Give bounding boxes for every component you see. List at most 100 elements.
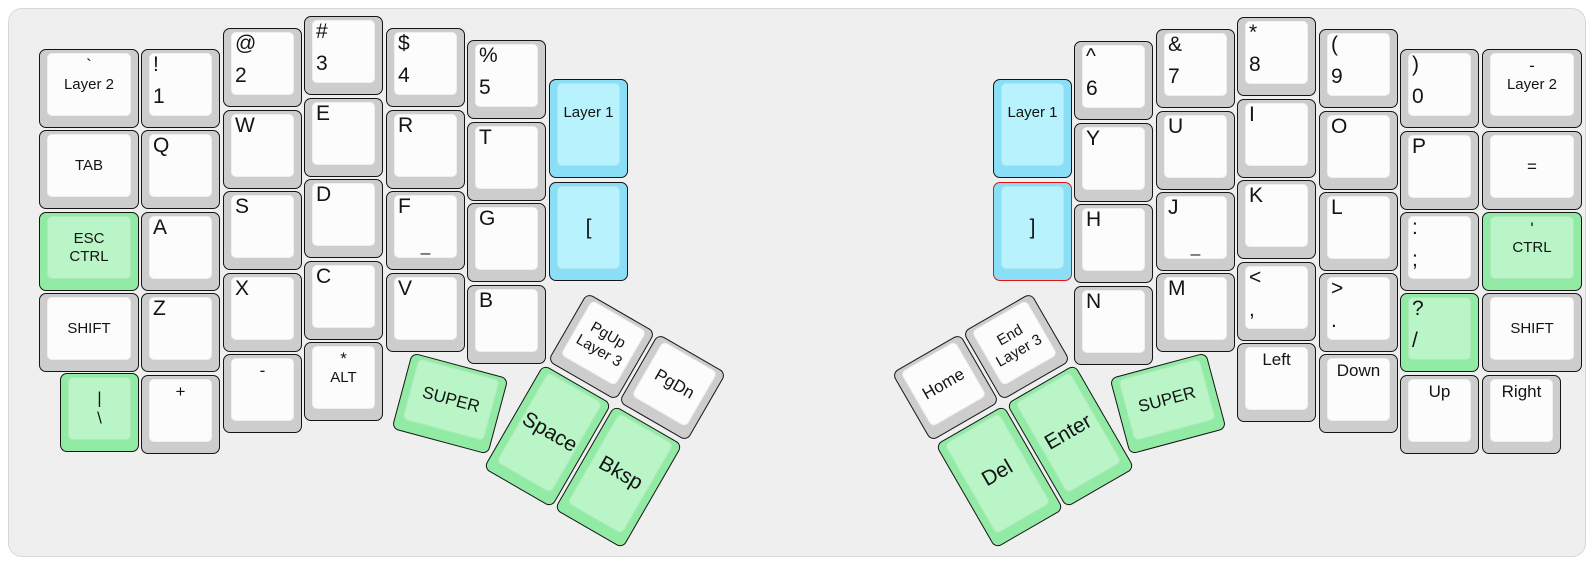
key-label: G xyxy=(479,207,496,230)
key-r-left[interactable]: Left xyxy=(1237,343,1316,422)
key-label: F xyxy=(398,195,411,218)
key-l-d[interactable]: D xyxy=(304,179,383,258)
key-l-lbracket[interactable]: [ xyxy=(549,182,628,281)
keycap-surface: L xyxy=(1327,196,1390,259)
key-r-down[interactable]: Down xyxy=(1319,354,1398,433)
key-l-g[interactable]: G xyxy=(467,203,546,282)
keycap-surface: B xyxy=(475,289,538,352)
keycap-surface: F_ xyxy=(394,195,457,258)
key-l-c[interactable]: C xyxy=(304,261,383,340)
keycap-surface: H xyxy=(1082,208,1145,271)
key-label: _ xyxy=(1190,236,1201,256)
key-r-p[interactable]: P xyxy=(1400,131,1479,210)
key-label: L xyxy=(1331,196,1343,219)
key-r-minus-layer2[interactable]: -Layer 2 xyxy=(1482,49,1582,128)
key-label: TAB xyxy=(74,156,104,174)
key-l-f[interactable]: F_ xyxy=(386,191,465,270)
key-label: Layer 2 xyxy=(1506,75,1558,93)
keycap-surface: Z xyxy=(149,297,212,360)
key-label: * xyxy=(340,349,347,368)
key-l-s[interactable]: S xyxy=(223,191,302,270)
key-r-colon-semicolon[interactable]: :; xyxy=(1400,212,1479,291)
key-r-question-slash[interactable]: ?/ xyxy=(1400,293,1479,372)
key-l-3[interactable]: #3 xyxy=(304,16,383,95)
key-r-7[interactable]: &7 xyxy=(1156,29,1235,108)
key-l-tab[interactable]: TAB xyxy=(39,130,139,209)
key-l-plus[interactable]: + xyxy=(141,375,220,454)
key-r-comma[interactable]: <, xyxy=(1237,262,1316,341)
keycap-surface: E xyxy=(312,102,375,165)
key-r-m[interactable]: M xyxy=(1156,273,1235,352)
key-r-i[interactable]: I xyxy=(1237,99,1316,178)
key-l-a[interactable]: A xyxy=(141,212,220,291)
key-l-x[interactable]: X xyxy=(223,273,302,352)
key-r-n[interactable]: N xyxy=(1074,286,1153,365)
key-r-rbracket[interactable]: ] xyxy=(993,182,1072,281)
keycap-surface: K xyxy=(1245,184,1308,247)
key-l-z[interactable]: Z xyxy=(141,293,220,372)
key-label: Layer 2 xyxy=(63,75,115,93)
keycap-surface: T xyxy=(475,126,538,189)
key-l-4[interactable]: $4 xyxy=(386,28,465,107)
key-label: : xyxy=(1412,216,1418,239)
key-l-backtick-layer2[interactable]: `Layer 2 xyxy=(39,49,139,128)
key-label: Up xyxy=(1428,382,1451,401)
key-label: > xyxy=(1331,277,1344,300)
key-label: & xyxy=(1168,33,1183,56)
key-r-o[interactable]: O xyxy=(1319,111,1398,190)
key-l-shift[interactable]: SHIFT xyxy=(39,293,139,372)
key-label: ` xyxy=(86,56,92,75)
keycap-surface: `Layer 2 xyxy=(47,53,131,116)
key-l-star-alt[interactable]: *ALT xyxy=(304,342,383,421)
key-l-minus[interactable]: - xyxy=(223,354,302,433)
keycap-surface: SUPER xyxy=(1118,358,1216,441)
key-r-layer1[interactable]: Layer 1 xyxy=(993,79,1072,178)
key-l-r[interactable]: R xyxy=(386,110,465,189)
key-l-1[interactable]: !1 xyxy=(141,49,220,128)
key-r-6[interactable]: ^6 xyxy=(1074,41,1153,120)
key-r-h[interactable]: H xyxy=(1074,204,1153,283)
keycap-surface: >. xyxy=(1327,277,1390,340)
key-r-0[interactable]: )0 xyxy=(1400,49,1479,128)
key-label: E xyxy=(316,102,331,125)
key-l-e[interactable]: E xyxy=(304,98,383,177)
key-l-2[interactable]: @2 xyxy=(223,28,302,107)
key-label: ) xyxy=(1412,53,1419,76)
key-r-8[interactable]: *8 xyxy=(1237,17,1316,96)
keycap-surface: Up xyxy=(1408,379,1471,442)
key-l-v[interactable]: V xyxy=(386,273,465,352)
key-r-y[interactable]: Y xyxy=(1074,123,1153,202)
key-l-w[interactable]: W xyxy=(223,110,302,189)
key-l-5[interactable]: %5 xyxy=(467,40,546,119)
key-l-t[interactable]: T xyxy=(467,122,546,201)
key-r-shift[interactable]: SHIFT xyxy=(1482,293,1582,372)
keycap-surface: ?/ xyxy=(1408,297,1471,360)
key-label: ? xyxy=(1412,297,1424,320)
key-r-period[interactable]: >. xyxy=(1319,273,1398,352)
key-l-pipe-backslash[interactable]: | \ xyxy=(60,373,139,452)
keycap-surface: SUPER xyxy=(402,358,500,441)
key-r-k[interactable]: K xyxy=(1237,180,1316,259)
key-label: P xyxy=(1412,135,1427,158)
key-label: S xyxy=(235,195,250,218)
key-label: Bksp xyxy=(594,451,647,495)
keycap-surface: - xyxy=(231,358,294,421)
key-r-quote-ctrl[interactable]: 'CTRL xyxy=(1482,212,1582,291)
key-l-super[interactable]: SUPER xyxy=(391,352,509,455)
key-l-layer1[interactable]: Layer 1 xyxy=(549,79,628,178)
key-label: 7 xyxy=(1168,65,1180,89)
key-r-up[interactable]: Up xyxy=(1400,375,1479,454)
key-r-super[interactable]: SUPER xyxy=(1109,352,1227,455)
key-r-equals[interactable]: = xyxy=(1482,131,1582,210)
key-r-right[interactable]: Right xyxy=(1482,375,1561,454)
key-r-u[interactable]: U xyxy=(1156,111,1235,190)
key-l-q[interactable]: Q xyxy=(141,130,220,209)
key-label: % xyxy=(479,44,498,67)
key-l-b[interactable]: B xyxy=(467,285,546,364)
key-r-9[interactable]: (9 xyxy=(1319,29,1398,108)
key-l-esc-ctrl[interactable]: ESC CTRL xyxy=(39,212,139,291)
keycap-surface: [ xyxy=(557,186,620,269)
key-r-l[interactable]: L xyxy=(1319,192,1398,271)
key-r-j[interactable]: J_ xyxy=(1156,192,1235,271)
keycap-surface: ^6 xyxy=(1082,45,1145,108)
